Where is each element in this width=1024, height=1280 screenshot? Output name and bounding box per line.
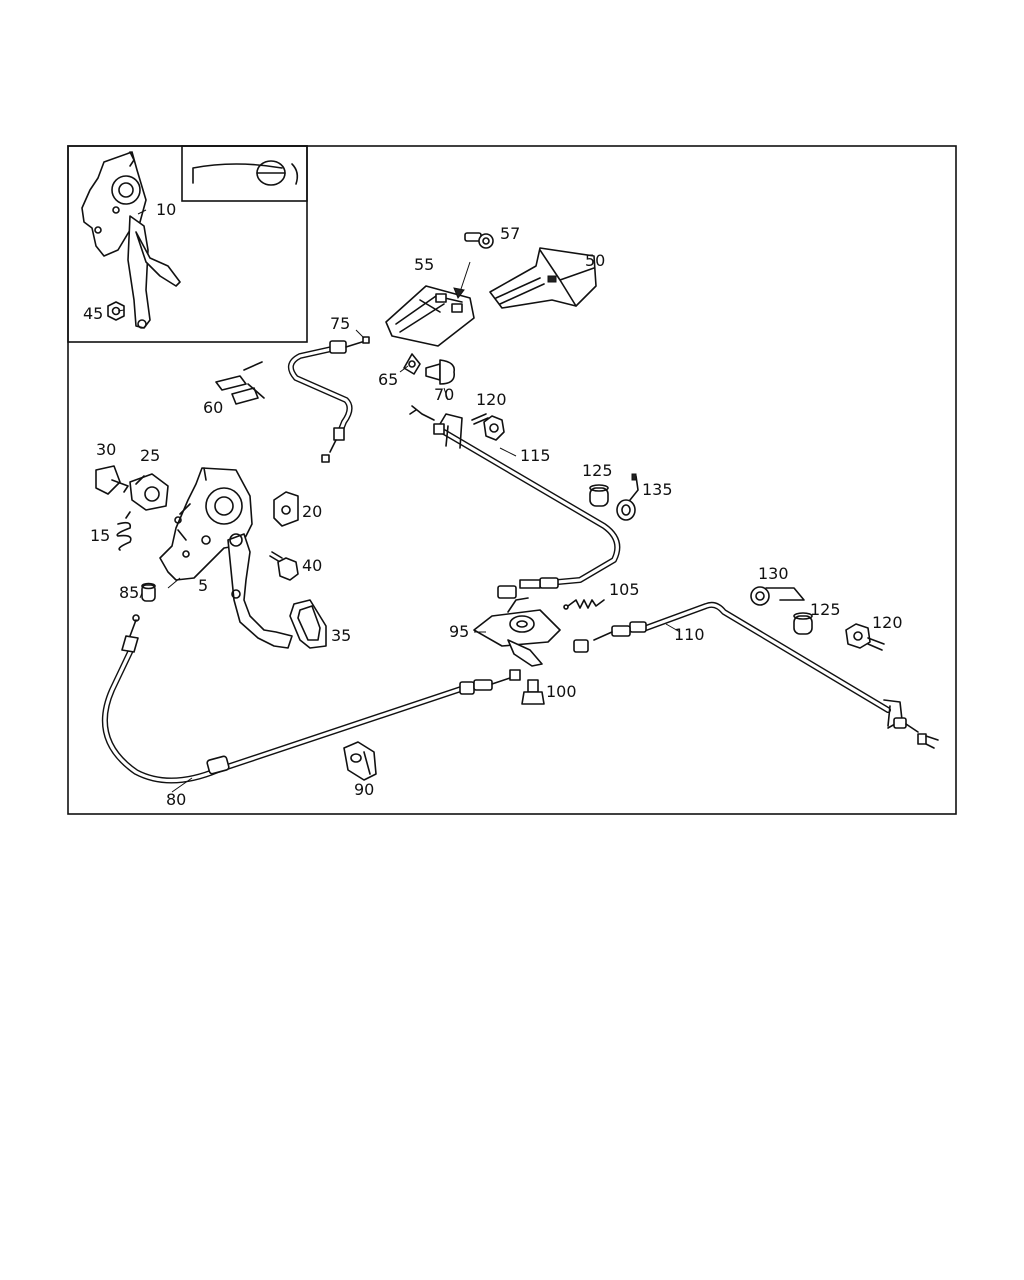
steering-wheel-icon xyxy=(192,160,299,186)
bushing-125-top xyxy=(589,484,609,507)
switch-55 xyxy=(385,285,475,347)
grommet-70 xyxy=(425,359,456,385)
bolt-120-top xyxy=(471,413,505,441)
callout-95: 95 xyxy=(449,622,469,641)
nipple-100 xyxy=(521,679,545,705)
callout-40: 40 xyxy=(302,556,322,575)
bolt-120-right xyxy=(845,623,885,651)
callout-45: 45 xyxy=(83,304,103,323)
steering-inset xyxy=(181,145,308,202)
bolt-40 xyxy=(269,551,299,581)
callout-70: 70 xyxy=(434,385,454,404)
callout-125-right: 125 xyxy=(810,600,841,619)
cable-80 xyxy=(101,614,521,784)
callout-20: 20 xyxy=(302,502,322,521)
spring-15 xyxy=(116,511,132,551)
cable-75 xyxy=(287,336,370,463)
callout-50: 50 xyxy=(585,251,605,270)
sleeve-85 xyxy=(141,582,156,602)
pedal-assembly-inset xyxy=(81,151,181,329)
clip-30 xyxy=(95,465,129,495)
callout-35: 35 xyxy=(331,626,351,645)
bracket-20 xyxy=(273,491,299,527)
callout-25: 25 xyxy=(140,446,160,465)
connector-50 xyxy=(489,247,597,309)
callout-85: 85 xyxy=(119,583,139,602)
callout-130: 130 xyxy=(758,564,789,583)
callout-57: 57 xyxy=(500,224,520,243)
bushing-125-right xyxy=(793,612,813,635)
nut-icon xyxy=(107,301,125,321)
callout-75: 75 xyxy=(330,314,350,333)
callout-80: 80 xyxy=(166,790,186,809)
leader-lines xyxy=(117,309,681,793)
callout-120-top: 120 xyxy=(476,390,507,409)
spring-105 xyxy=(563,599,605,610)
callout-10: 10 xyxy=(156,200,176,219)
cable-110 xyxy=(573,601,939,749)
cable-115 xyxy=(409,405,621,599)
callout-5: 5 xyxy=(198,576,208,595)
callout-105: 105 xyxy=(609,580,640,599)
callout-90: 90 xyxy=(354,780,374,799)
callout-115: 115 xyxy=(520,446,551,465)
callout-135: 135 xyxy=(642,480,673,499)
equalizer-95 xyxy=(473,597,561,667)
pin-57 xyxy=(464,232,494,249)
callout-100: 100 xyxy=(546,682,577,701)
bracket-130 xyxy=(750,586,805,606)
callout-55: 55 xyxy=(414,255,434,274)
bearing-25 xyxy=(129,473,169,511)
callout-labels: 10 45 57 55 50 75 65 70 120 60 115 30 25… xyxy=(83,200,903,809)
callout-110: 110 xyxy=(674,625,705,644)
callout-120-right: 120 xyxy=(872,613,903,632)
plug-60 xyxy=(215,361,265,405)
pedal-pad-35 xyxy=(289,599,327,649)
clamp-90 xyxy=(343,741,377,781)
callout-30: 30 xyxy=(96,440,116,459)
pedal-assembly-main xyxy=(159,467,293,649)
clip-135 xyxy=(616,473,639,521)
callout-125-top: 125 xyxy=(582,461,613,480)
callout-60: 60 xyxy=(203,398,223,417)
callout-15: 15 xyxy=(90,526,110,545)
callout-65: 65 xyxy=(378,370,398,389)
screw-65 xyxy=(403,353,421,375)
